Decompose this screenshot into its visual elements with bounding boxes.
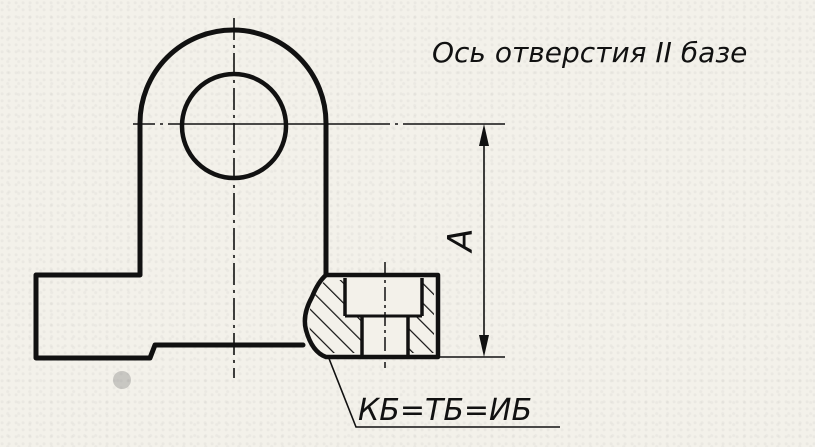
leader-label: КБ=ТБ=ИБ <box>358 393 532 428</box>
section-view <box>302 262 441 368</box>
ink-smudge <box>113 371 131 389</box>
leader-line <box>327 355 560 428</box>
dimension-label: А <box>441 228 481 253</box>
part-outline <box>33 27 329 361</box>
title-annotation: Ось отверстия II базе <box>432 36 747 69</box>
dimension-A <box>479 124 489 357</box>
